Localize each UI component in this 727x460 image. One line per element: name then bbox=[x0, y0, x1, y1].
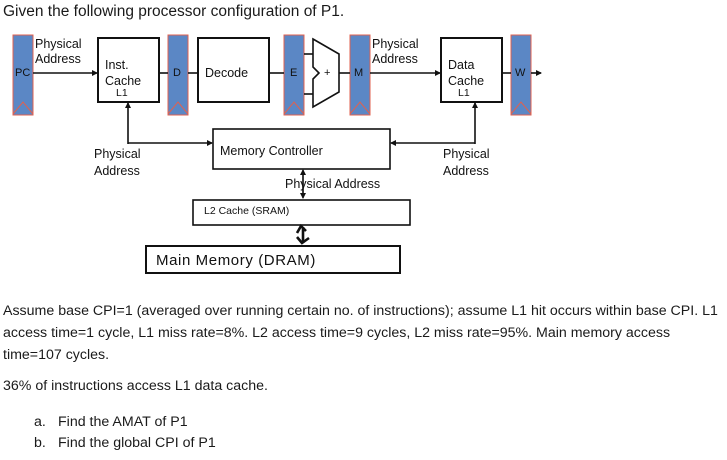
register-d bbox=[167, 34, 189, 116]
problem-note: 36% of instructions access L1 data cache… bbox=[3, 378, 268, 394]
data-cache-level: L1 bbox=[458, 87, 470, 99]
question-letter: a. bbox=[34, 414, 46, 430]
register-pc-label: PC bbox=[15, 67, 31, 79]
question-item: b. Find the global CPI of P1 bbox=[34, 433, 216, 454]
problem-assumptions: Assume base CPI=1 (averaged over running… bbox=[3, 303, 718, 363]
physical-address-label: Physical bbox=[372, 37, 419, 51]
physical-address-label: Physical bbox=[94, 147, 141, 161]
problem-title: Given the following processor configurat… bbox=[3, 3, 345, 20]
alu-plus-icon: + bbox=[324, 67, 331, 79]
processor-diagram: PC D E M W Physical Address Inst. Cache … bbox=[12, 34, 542, 274]
decode-label: Decode bbox=[205, 66, 249, 80]
inst-cache-box bbox=[97, 37, 160, 103]
physical-address-label: Address bbox=[372, 52, 418, 66]
register-e-label: E bbox=[290, 67, 298, 79]
main-memory-box bbox=[145, 245, 401, 274]
data-cache-label: Data bbox=[448, 58, 475, 72]
physical-address-label: Address bbox=[35, 52, 81, 66]
question-letter: b. bbox=[34, 435, 46, 451]
l2-cache-label: L2 Cache (SRAM) bbox=[204, 205, 290, 217]
diagram-lines bbox=[12, 34, 542, 274]
question-text: Find the global CPI of P1 bbox=[58, 435, 216, 451]
question-text: Find the AMAT of P1 bbox=[58, 414, 188, 430]
double-arrow-icon bbox=[295, 223, 310, 245]
register-e bbox=[283, 34, 305, 116]
question-item: a. Find the AMAT of P1 bbox=[34, 412, 216, 433]
register-m-label: M bbox=[354, 67, 364, 79]
decode-box bbox=[197, 37, 270, 103]
register-w-label: W bbox=[515, 67, 526, 79]
memory-controller-box bbox=[212, 128, 391, 170]
inst-cache-label: Cache bbox=[105, 74, 142, 88]
memory-controller-label: Memory Controller bbox=[220, 144, 323, 158]
data-cache-box bbox=[440, 37, 503, 103]
physical-address-label: Physical bbox=[443, 147, 490, 161]
register-w bbox=[510, 34, 532, 116]
alu-shape bbox=[312, 37, 340, 109]
register-d-label: D bbox=[173, 67, 181, 79]
physical-address-label: Physical bbox=[35, 37, 82, 51]
register-m bbox=[349, 34, 371, 116]
physical-address-label: Physical Address bbox=[285, 177, 381, 191]
physical-address-label: Address bbox=[94, 164, 140, 178]
main-memory-label: Main Memory (DRAM) bbox=[156, 252, 316, 269]
physical-address-label: Address bbox=[443, 164, 489, 178]
inst-cache-label: Inst. bbox=[105, 58, 129, 72]
question-list: a. Find the AMAT of P1 b. Find the globa… bbox=[34, 412, 216, 454]
data-cache-label: Cache bbox=[448, 74, 485, 88]
register-pc bbox=[12, 34, 34, 116]
inst-cache-level: L1 bbox=[116, 87, 128, 99]
l2-cache-box bbox=[192, 199, 411, 226]
